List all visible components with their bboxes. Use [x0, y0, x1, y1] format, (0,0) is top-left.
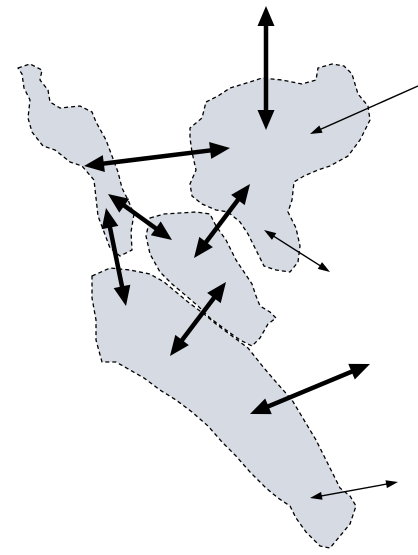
- arrow-northeast-outward: [264, 230, 330, 272]
- arrow-shaft: [203, 197, 241, 245]
- arrowhead: [207, 282, 226, 304]
- arrow-shaft: [266, 369, 354, 409]
- arrow-northwest-northeast: [84, 142, 230, 172]
- arrowhead: [209, 142, 230, 159]
- northeast-region: [189, 63, 371, 273]
- arrow-northeast-central: [194, 184, 250, 258]
- arrow-north-vertical: [257, 6, 275, 130]
- arrow-northwest-central: [108, 194, 172, 240]
- arrowhead: [348, 363, 370, 380]
- arrow-south-east-large: [250, 363, 370, 415]
- arrowhead: [257, 6, 275, 26]
- arrow-shaft: [122, 203, 158, 231]
- arrowhead: [310, 491, 323, 500]
- arrow-incoming-east: [310, 85, 418, 134]
- arrowhead: [231, 184, 250, 206]
- arrowhead: [101, 208, 119, 230]
- arrow-northwest-south: [101, 208, 131, 306]
- arrow-shaft: [179, 295, 217, 343]
- arrowhead: [264, 230, 277, 240]
- northwest-region: [17, 63, 135, 257]
- arrow-shaft: [320, 483, 388, 497]
- arrowhead: [84, 155, 105, 172]
- arrow-shaft: [102, 148, 212, 166]
- arrowhead: [150, 221, 172, 240]
- arrowhead: [317, 262, 330, 272]
- arrow-central-south: [170, 282, 226, 356]
- arrowhead: [310, 125, 323, 134]
- arrowhead: [250, 398, 272, 415]
- arrow-shaft: [319, 85, 418, 131]
- regions-layer: [17, 63, 371, 549]
- arrowhead: [194, 236, 213, 258]
- arrowhead: [170, 334, 189, 356]
- arrow-south-east-small: [310, 480, 398, 500]
- arrowhead: [257, 110, 275, 130]
- arrow-shaft: [107, 226, 125, 288]
- arrows-layer: [84, 6, 418, 500]
- arrowhead: [385, 480, 398, 489]
- southern-region: [91, 267, 357, 549]
- arrow-shaft: [272, 235, 322, 267]
- arrowhead: [108, 194, 130, 213]
- arrowhead: [113, 284, 131, 306]
